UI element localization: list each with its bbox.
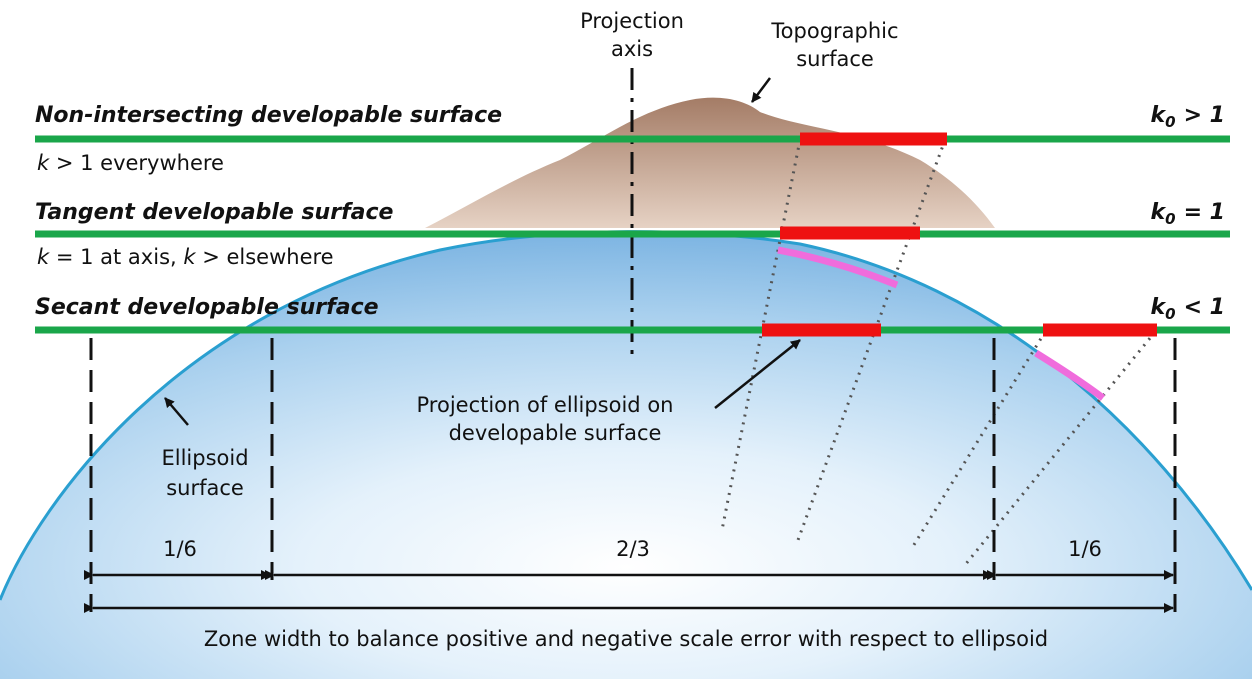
k0-less-label: k0< 1 bbox=[1151, 295, 1225, 323]
topographic-label-line2: surface bbox=[796, 47, 874, 71]
zone-boundaries bbox=[89, 338, 1177, 612]
projection-axis-label-line2: axis bbox=[611, 37, 653, 61]
projection-pointer-arrow bbox=[714, 339, 801, 409]
pointer-arrows bbox=[164, 77, 801, 426]
ellipsoid-pointer-arrow bbox=[164, 397, 189, 426]
tangent-heading: Tangent developable surface bbox=[35, 200, 394, 225]
right-sixth-label: 1/6 bbox=[1068, 537, 1102, 561]
ellipsoid-segment-lower bbox=[1034, 350, 1106, 401]
non-intersecting-heading: Non-intersecting developable surface bbox=[35, 103, 502, 128]
non-intersecting-note: k > 1 everywhere bbox=[37, 151, 224, 175]
projection-of-ellipsoid-label-line1: Projection of ellipsoid on bbox=[417, 393, 674, 417]
middle-label: 2/3 bbox=[616, 537, 650, 561]
ellipsoid-segment-upper bbox=[777, 246, 899, 289]
ellipsoid-body bbox=[0, 231, 1252, 679]
secant-heading: Secant developable surface bbox=[35, 295, 379, 320]
ellipsoid-label-line2: surface bbox=[166, 476, 244, 500]
ellipsoid-label-line1: Ellipsoid bbox=[161, 446, 248, 470]
dimension-arrows bbox=[84, 570, 1174, 613]
zone-caption: Zone width to balance positive and negat… bbox=[204, 627, 1048, 651]
k0-greater-label: k0> 1 bbox=[1151, 103, 1225, 131]
tangent-note: k = 1 at axis, k > elsewhere bbox=[37, 245, 334, 269]
projection-axis-label-line1: Projection bbox=[580, 9, 684, 33]
projection-of-ellipsoid-label-line2: developable surface bbox=[449, 421, 662, 445]
left-sixth-label: 1/6 bbox=[163, 537, 197, 561]
topo-pointer-arrow bbox=[751, 77, 771, 103]
k0-equal-label: k0= 1 bbox=[1151, 200, 1225, 228]
topographic-label-line1: Topographic bbox=[770, 19, 898, 43]
topographic-surface bbox=[425, 97, 995, 228]
